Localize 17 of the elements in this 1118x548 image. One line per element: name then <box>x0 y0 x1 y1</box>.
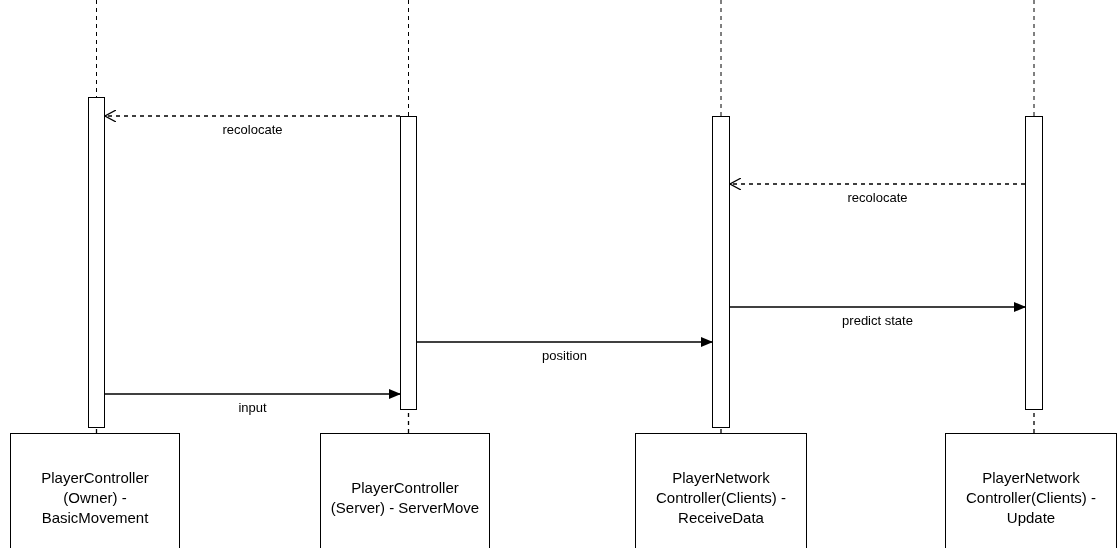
activation-bar <box>88 97 105 428</box>
lifeline-header: PlayerController (Owner) - BasicMovement <box>10 433 180 548</box>
edge-label: predict state <box>839 313 916 328</box>
lifeline-header: PlayerNetwork Controller(Clients) - ReceiveData <box>635 433 807 548</box>
lifeline-header: PlayerController (Server) - ServerMove <box>320 433 490 548</box>
activation-bar <box>1025 116 1043 410</box>
edge-label: position <box>539 348 590 363</box>
message-arrow <box>729 302 1026 312</box>
message-arrow <box>104 389 401 399</box>
message-arrow <box>104 109 401 123</box>
activation-bar <box>712 116 730 428</box>
message-arrow <box>729 177 1026 191</box>
lifeline <box>720 427 722 434</box>
activation-bar <box>400 116 417 410</box>
lifeline-header: PlayerNetwork Controller(Clients) - Update <box>945 433 1117 548</box>
message-arrow <box>416 337 713 347</box>
lifeline <box>95 427 98 434</box>
